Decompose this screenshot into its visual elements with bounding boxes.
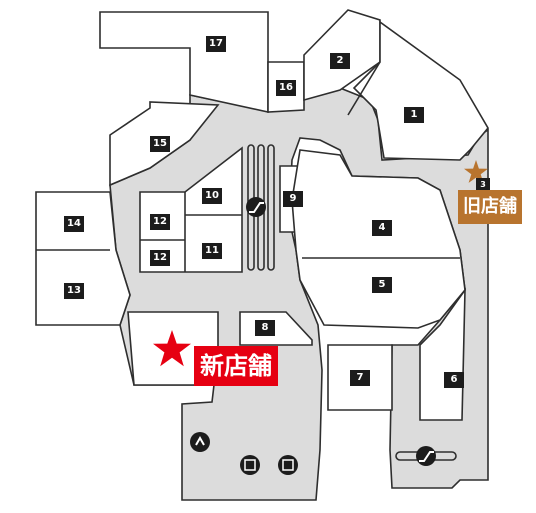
division-lines [36,61,460,272]
store-12-10-11-block [139,146,243,273]
store-number-9[interactable]: 9 [283,191,303,207]
new-store-label: 新店舗 [194,346,278,386]
store-number-10[interactable]: 10 [202,188,222,204]
store-number-11[interactable]: 11 [202,243,222,259]
store-number-12-upper[interactable]: 12 [150,214,170,230]
restroom-icon [240,455,260,475]
store-4-5-block [291,149,466,329]
store-14-13-block [35,191,131,326]
escalator-icon [246,197,266,217]
new-store-star-icon [153,330,191,367]
store-number-17[interactable]: 17 [206,36,226,52]
store-number-14[interactable]: 14 [64,216,84,232]
restroom-icon [278,455,298,475]
store-number-12-lower[interactable]: 12 [150,250,170,266]
store-number-2[interactable]: 2 [330,53,350,69]
store-number-6[interactable]: 6 [444,372,464,388]
store-number-8[interactable]: 8 [255,320,275,336]
store-17-block [99,11,269,113]
escalator-track-3 [267,144,275,271]
store-1-block [352,20,489,161]
store-number-7[interactable]: 7 [350,370,370,386]
old-store-label: 旧店舗 [458,190,522,224]
old-store-star-icon [464,160,488,183]
escalator-icon [416,446,436,466]
store-number-5[interactable]: 5 [372,277,392,293]
store-number-1[interactable]: 1 [404,107,424,123]
store-number-3[interactable]: 3 [476,178,490,192]
store-number-13[interactable]: 13 [64,283,84,299]
store-number-16[interactable]: 16 [276,80,296,96]
store-number-4[interactable]: 4 [372,220,392,236]
store-number-15[interactable]: 15 [150,136,170,152]
elevator-icon [190,432,210,452]
divider-2-1 [347,61,381,116]
